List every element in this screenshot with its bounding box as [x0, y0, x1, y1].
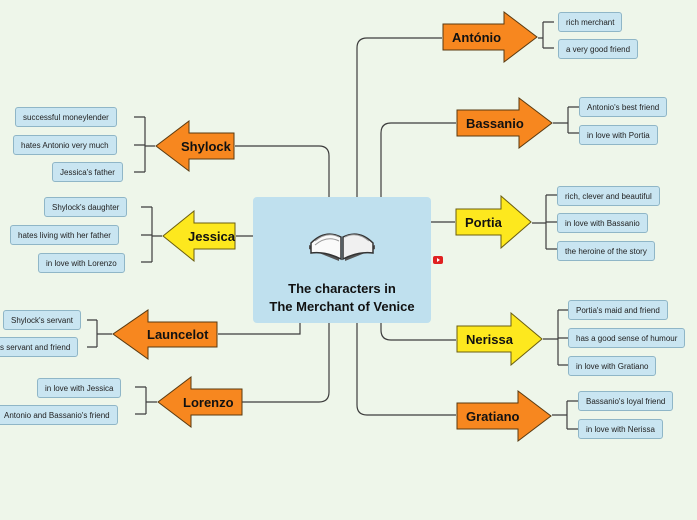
note-bassanio-2[interactable]: in love with Portia [579, 125, 658, 145]
note-gratiano-2[interactable]: in love with Nerissa [578, 419, 663, 439]
arrow-right-shape [456, 312, 543, 366]
note-shylock-2[interactable]: hates Antonio very much [13, 135, 117, 155]
note-shylock-3[interactable]: Jessica's father [52, 162, 123, 182]
arrow-right-shape [442, 11, 538, 63]
arrow-right-shape [456, 97, 553, 149]
central-title-line1: The characters in [288, 281, 396, 296]
note-launcelot-2[interactable]: s servant and friend [0, 337, 79, 357]
note-portia-2[interactable]: in love with Bassanio [557, 213, 648, 233]
character-name: Lorenzo [183, 394, 234, 410]
note-gratiano-1[interactable]: Bassanio's loyal friend [578, 391, 674, 411]
arrow-left-shape [162, 210, 236, 262]
character-bassanio[interactable]: Bassanio [456, 97, 553, 149]
note-lorenzo-2[interactable]: Antonio and Bassanio's friend [0, 405, 118, 425]
central-topic[interactable]: The characters in The Merchant of Venice [253, 197, 431, 323]
note-shylock-1[interactable]: successful moneylender [15, 107, 117, 127]
note-nerissa-3[interactable]: in love with Gratiano [568, 356, 657, 376]
character-nerissa[interactable]: Nerissa [456, 312, 543, 366]
character-jessica[interactable]: Jessica [162, 210, 236, 262]
central-title-line2: The Merchant of Venice [269, 299, 415, 314]
arrow-right-shape [456, 390, 552, 442]
note-jessica-3[interactable]: in love with Lorenzo [38, 253, 125, 273]
character-name: Gratiano [466, 408, 520, 424]
character-name: Nerissa [466, 331, 513, 347]
note-portia-1[interactable]: rich, clever and beautiful [557, 186, 660, 206]
note-portia-3[interactable]: the heroine of the story [557, 241, 655, 261]
note-launcelot-1[interactable]: Shylock's servant [3, 310, 81, 330]
character-name: Bassanio [466, 115, 524, 131]
character-lorenzo[interactable]: Lorenzo [157, 376, 243, 428]
arrow-left-shape [155, 120, 235, 172]
arrow-left-shape [157, 376, 243, 428]
arrow-left-shape [112, 309, 218, 360]
note-antonio-1[interactable]: rich merchant [558, 12, 623, 32]
youtube-icon[interactable] [433, 256, 443, 264]
note-lorenzo-1[interactable]: in love with Jessica [37, 378, 122, 398]
note-bassanio-1[interactable]: Antonio's best friend [579, 97, 668, 117]
open-book-icon [309, 233, 375, 261]
character-launcelot[interactable]: Launcelot [112, 309, 218, 360]
character-name: Shylock [181, 138, 231, 154]
character-name: Jessica [188, 228, 235, 244]
arrow-right-shape [455, 195, 532, 249]
character-name: Portia [465, 214, 502, 230]
character-shylock[interactable]: Shylock [155, 120, 235, 172]
character-portia[interactable]: Portia [455, 195, 532, 249]
character-name: Launcelot [147, 327, 209, 342]
note-jessica-1[interactable]: Shylock's daughter [44, 197, 128, 217]
character-antonio[interactable]: António [442, 11, 538, 63]
note-antonio-2[interactable]: a very good friend [558, 39, 639, 59]
character-name: António [452, 29, 502, 45]
note-nerissa-1[interactable]: Portia's maid and friend [568, 300, 668, 320]
note-jessica-2[interactable]: hates living with her father [10, 225, 119, 245]
note-nerissa-2[interactable]: has a good sense of humour [568, 328, 686, 348]
character-gratiano[interactable]: Gratiano [456, 390, 552, 442]
